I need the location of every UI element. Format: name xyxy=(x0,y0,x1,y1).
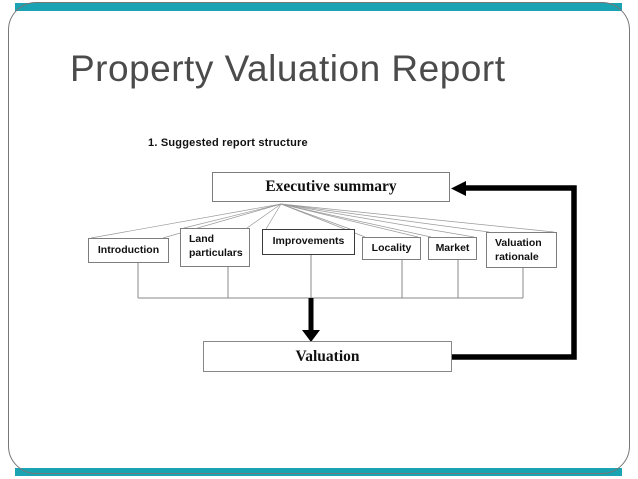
diagram-heading: 1. Suggested report structure xyxy=(148,137,308,149)
top-accent-bar xyxy=(15,3,622,11)
branch-label: Introduction xyxy=(97,243,160,256)
executive-summary-label: Executive summary xyxy=(265,178,397,195)
branch-box-market: Market xyxy=(428,237,477,260)
executive-summary-box: Executive summary xyxy=(212,172,450,202)
branch-box-land-particulars: Land particulars xyxy=(180,228,250,267)
branch-label: Valuation rationale xyxy=(495,237,542,263)
branch-label: Locality xyxy=(371,241,412,254)
valuation-box: Valuation xyxy=(203,341,452,372)
branch-label: Land particulars xyxy=(189,233,243,259)
branch-box-locality: Locality xyxy=(362,237,421,260)
branch-label: Market xyxy=(435,241,470,254)
branch-box-introduction: Introduction xyxy=(88,238,169,263)
branch-box-improvements: Improvements xyxy=(262,229,355,255)
collector-lines xyxy=(137,255,524,299)
branch-label: Improvements xyxy=(272,235,345,248)
bottom-accent-bar xyxy=(15,468,622,476)
valuation-label: Valuation xyxy=(295,347,360,365)
feedback-arrow xyxy=(451,181,577,360)
branch-box-valuation-rationale: Valuation rationale xyxy=(486,232,557,268)
slide-title: Property Valuation Report xyxy=(70,48,506,89)
flow-arrow-down xyxy=(302,298,320,342)
